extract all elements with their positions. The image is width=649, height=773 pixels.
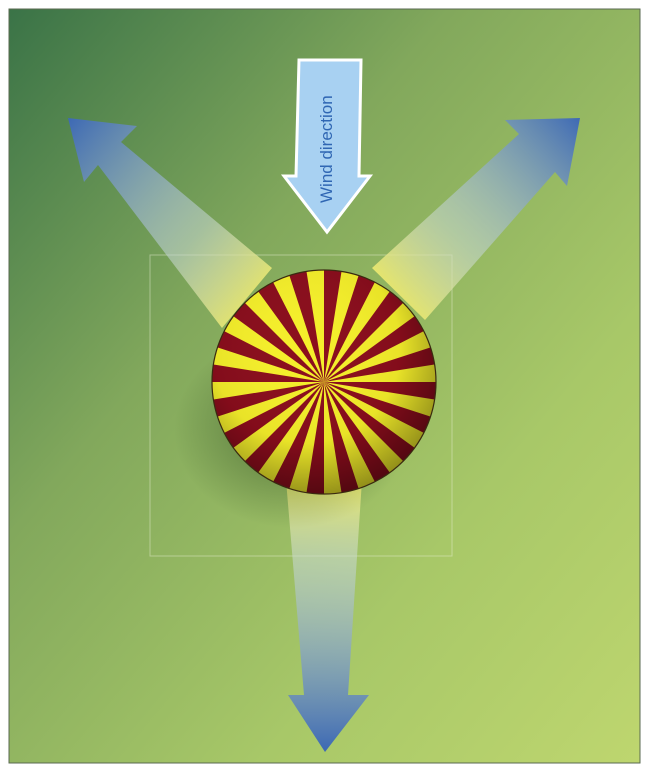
wind-direction-label: Wind direction xyxy=(317,95,336,203)
